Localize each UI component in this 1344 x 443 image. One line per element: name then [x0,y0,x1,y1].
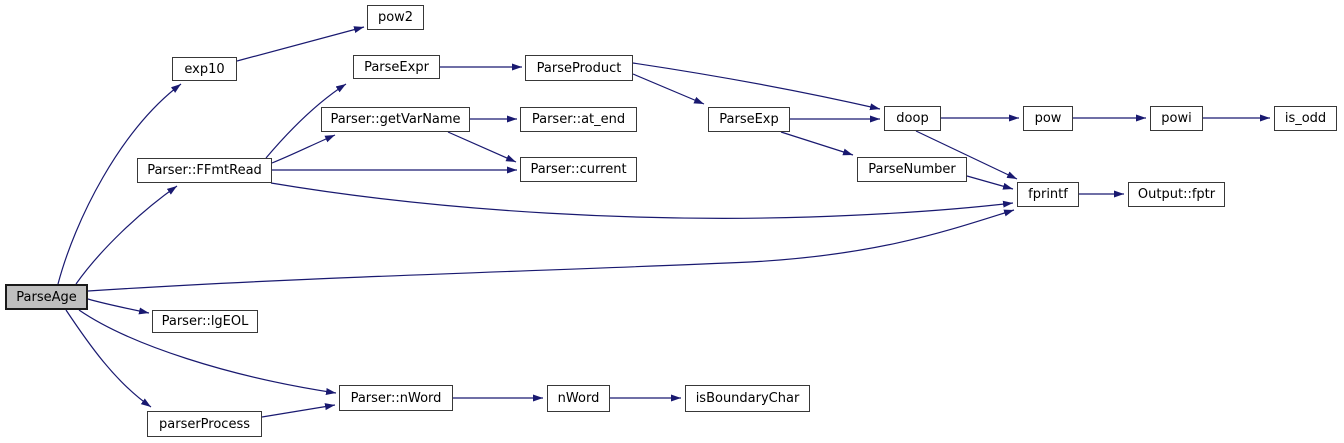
node-parseexp[interactable]: ParseExp [708,107,790,132]
node-parser-nword[interactable]: Parser::nWord [339,385,453,411]
edge-doop-fprintf [915,130,1018,180]
edge-parseage-fprintf [87,209,1015,292]
node-lgeol[interactable]: Parser::lgEOL [152,310,258,333]
edge-exp10-pow2 [236,26,365,62]
edge-parseage-lgeol [87,298,150,315]
node-pow2[interactable]: pow2 [367,5,424,30]
edge-parseproduct-parseexp [632,73,705,105]
node-powi[interactable]: powi [1150,106,1203,131]
node-at-end[interactable]: Parser::at_end [520,107,637,132]
edge-parseproduct-doop [632,62,881,111]
edge-parserprocess-parsernword [261,403,336,418]
edge-parsenumber-fprintf [966,175,1014,190]
node-parsenumber[interactable]: ParseNumber [857,157,967,182]
node-pow[interactable]: pow [1023,106,1073,131]
edge-ffmtread-getvarname [271,134,336,164]
edge-parseage-exp10 [57,83,182,285]
edge-ffmtread-fprintf [270,182,1014,219]
edge-parseage-ffmtread [75,185,178,285]
edge-parseage-parserprocess [65,309,152,408]
node-isboundarychar[interactable]: isBoundaryChar [685,385,810,412]
node-ffmtread[interactable]: Parser::FFmtRead [137,158,272,183]
node-parseexpr[interactable]: ParseExpr [353,55,440,79]
edge-ffmtread-parseexpr [265,83,347,159]
edge-getvarname-current [447,131,517,163]
node-parseage[interactable]: ParseAge [5,284,88,310]
node-parseproduct[interactable]: ParseProduct [525,55,633,81]
node-fprintf[interactable]: fprintf [1017,182,1079,207]
node-nword[interactable]: nWord [547,385,610,412]
node-parserprocess[interactable]: parserProcess [147,411,262,437]
node-is-odd[interactable]: is_odd [1274,106,1337,131]
edge-parseage-parsernword [78,309,337,395]
node-output-fptr[interactable]: Output::fptr [1128,182,1225,207]
node-doop[interactable]: doop [884,106,941,131]
node-current[interactable]: Parser::current [520,157,637,182]
node-getvarname[interactable]: Parser::getVarName [321,107,470,132]
edge-parseexp-parsenumber [780,131,854,156]
node-exp10[interactable]: exp10 [172,57,237,81]
